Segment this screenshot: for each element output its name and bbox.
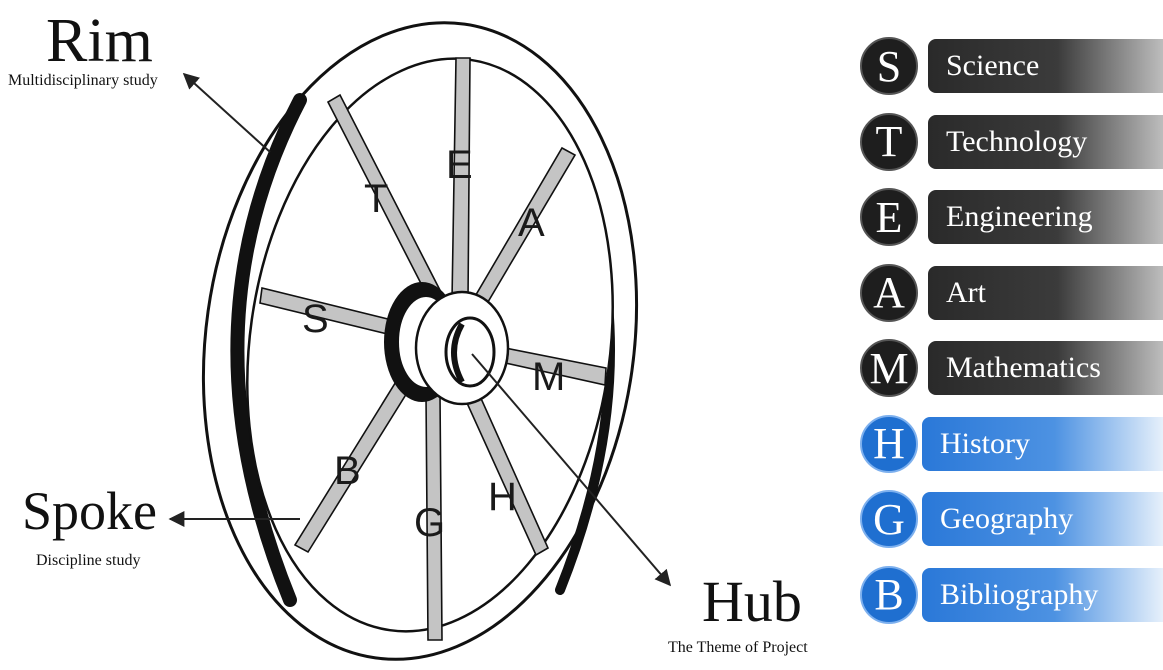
legend-item-bibliography: B Bibliography [860,565,1163,625]
legend-label: Technology [928,115,1163,169]
spoke-subtitle: Discipline study [36,552,157,570]
legend-label: Geography [922,492,1163,546]
legend-item-history: H History [860,414,1163,474]
legend-item-geography: G Geography [860,489,1163,549]
legend-letter-circle: E [860,188,918,246]
rim-callout: Rim Multidisciplinary study [8,10,158,90]
spoke-letter-e: E [446,143,473,187]
legend-item-science: S Science [860,36,1163,96]
spoke-letter-g: G [414,501,445,545]
hub-title: Hub [702,573,808,631]
legend-letter-circle: B [860,566,918,624]
spoke-letter-t: T [364,177,388,221]
legend-label: Science [928,39,1163,93]
legend-item-technology: T Technology [860,112,1163,172]
legend-letter-circle: G [860,490,918,548]
legend-label: Engineering [928,190,1163,244]
legend-item-engineering: E Engineering [860,187,1163,247]
legend-letter-circle: S [860,37,918,95]
spoke-letter-m: M [532,355,565,399]
rim-subtitle: Multidisciplinary study [8,72,158,90]
legend-letter-circle: M [860,339,918,397]
legend-label: Mathematics [928,341,1163,395]
spoke-letter-a: A [518,201,545,245]
legend-item-mathematics: M Mathematics [860,338,1163,398]
legend-item-art: A Art [860,263,1163,323]
legend-label: History [922,417,1163,471]
spoke-letter-b: B [334,449,361,493]
rim-title: Rim [46,10,158,72]
hub-subtitle: The Theme of Project [668,639,808,657]
legend-letter-circle: A [860,264,918,322]
rim-arrow [184,74,270,152]
legend-letter-circle: H [860,415,918,473]
hub-callout: Hub The Theme of Project [668,573,808,657]
steam-legend: S Science T Technology E Engineering A A… [860,36,1163,640]
legend-letter-circle: T [860,113,918,171]
spoke-callout: Spoke Discipline study [22,484,157,570]
spoke-letter-s: S [302,297,329,341]
legend-label: Art [928,266,1163,320]
spoke-title: Spoke [22,484,157,538]
spoke-letter-h: H [488,475,517,519]
legend-label: Bibliography [922,568,1163,622]
